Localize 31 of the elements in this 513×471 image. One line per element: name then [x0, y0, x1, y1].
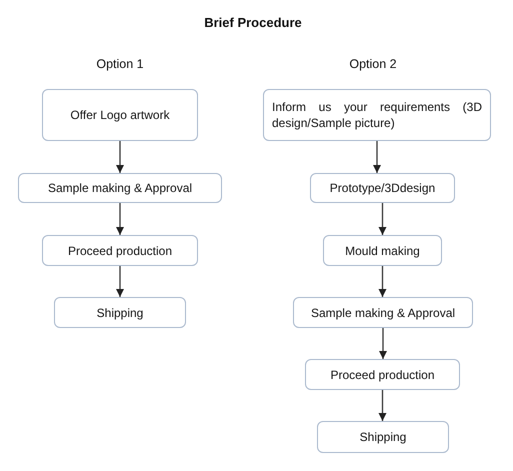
- step-text: Proceed production: [330, 366, 435, 382]
- column-heading: Option 2: [348, 56, 398, 73]
- column-heading: Option 1: [95, 56, 145, 73]
- arrow: [379, 328, 387, 359]
- process-box: [18, 173, 222, 203]
- process-box: [293, 297, 473, 328]
- process-box: [263, 89, 491, 141]
- diagram-title: Brief Procedure: [203, 14, 303, 32]
- process-box: [317, 421, 449, 453]
- process-box: [42, 235, 198, 266]
- step-text: Prototype/3Ddesign: [330, 180, 436, 196]
- arrow: [116, 141, 124, 173]
- process-box: [323, 235, 442, 266]
- step-text: Shipping: [96, 304, 144, 320]
- step-text: Offer Logo artwork: [70, 107, 170, 123]
- process-box: [42, 89, 198, 141]
- process-box: [310, 173, 455, 203]
- step-text: Shipping: [360, 429, 406, 445]
- process-box: [305, 359, 460, 390]
- process-box: [54, 297, 186, 328]
- step-text: Inform us your requirements (3D design/Sample picture): [272, 99, 482, 131]
- arrow: [116, 266, 124, 297]
- step-text: Proceed production: [68, 242, 172, 258]
- arrow: [116, 203, 124, 235]
- step-text: Sample making & Approval: [310, 304, 456, 320]
- arrow: [378, 203, 386, 235]
- step-text: Sample making & Approval: [48, 180, 192, 196]
- arrow: [378, 266, 386, 297]
- arrow: [373, 141, 381, 173]
- step-text: Mould making: [345, 242, 420, 258]
- arrow: [378, 390, 386, 421]
